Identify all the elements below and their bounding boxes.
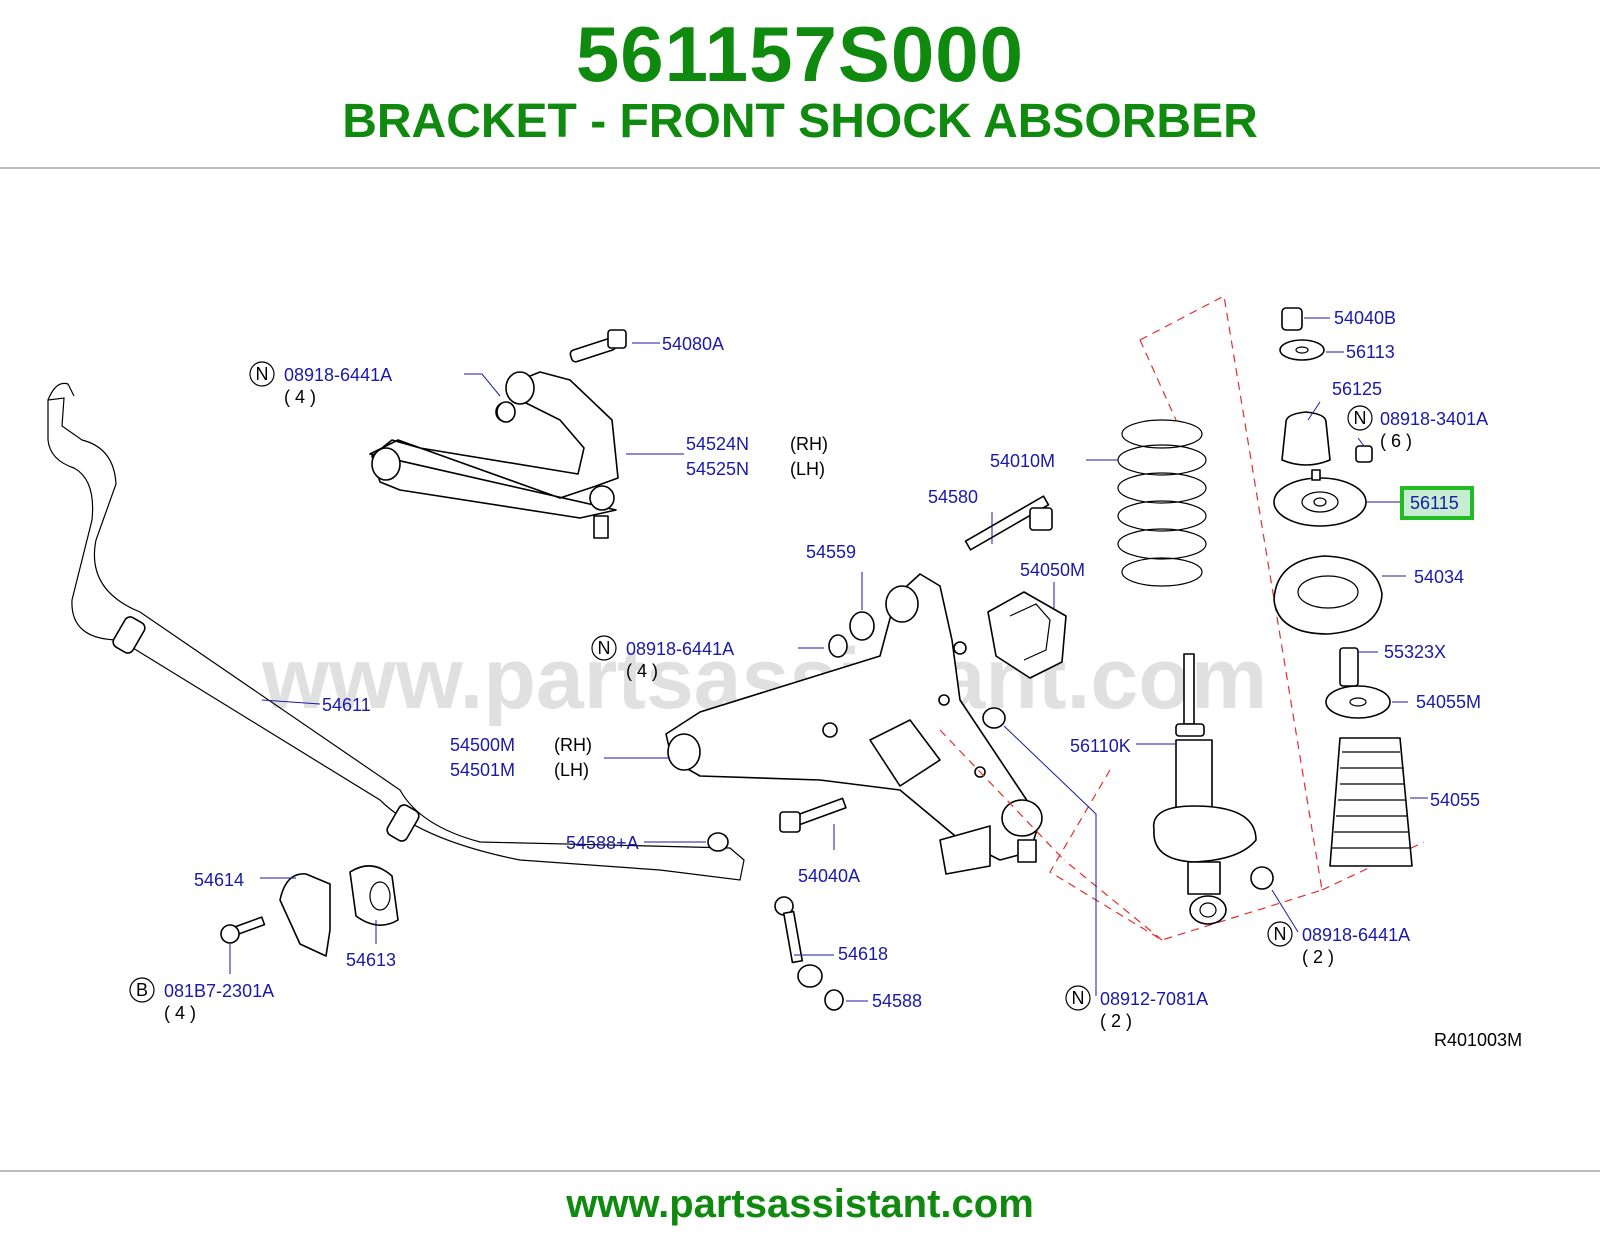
qty-08918-6441a-mid: ( 4 ) — [626, 661, 658, 681]
bushing-54588-drawing — [824, 989, 844, 1011]
lh-54525n: (LH) — [790, 459, 825, 479]
marker-n-5: N — [1354, 408, 1367, 428]
footer-url[interactable]: www.partsassistant.com — [566, 1182, 1034, 1226]
rh-54500m: (RH) — [554, 735, 592, 755]
nut-54588a-drawing — [707, 832, 729, 852]
label-08918-3401a[interactable]: 08918-3401A — [1380, 409, 1488, 429]
label-08918-6441a-bottom[interactable]: 08918-6441A — [1302, 925, 1410, 945]
label-08918-6441a-mid[interactable]: 08918-6441A — [626, 639, 734, 659]
marker-b: B — [136, 980, 148, 1000]
clamp-54614-drawing — [279, 873, 331, 957]
qty-08918-6441a-bottom: ( 2 ) — [1302, 947, 1334, 967]
circle-markers: N N B N N N — [129, 361, 1373, 1011]
bolt-54040a-drawing — [779, 797, 847, 833]
label-54559[interactable]: 54559 — [806, 542, 856, 562]
part-name-title: BRACKET - FRONT SHOCK ABSORBER — [342, 95, 1258, 148]
label-56113[interactable]: 56113 — [1346, 342, 1395, 362]
bolt-54580-drawing — [964, 495, 1053, 551]
label-54618[interactable]: 54618 — [838, 944, 888, 964]
nut-upper-arm-drawing — [828, 634, 848, 658]
washer-54559-drawing — [849, 611, 875, 641]
header-divider — [0, 167, 1600, 169]
nut-08918-2-drawing — [1250, 866, 1274, 890]
bolt-081b7-drawing — [220, 916, 266, 944]
label-54055[interactable]: 54055 — [1430, 790, 1480, 810]
label-54040a[interactable]: 54040A — [798, 866, 860, 886]
label-55323x[interactable]: 55323X — [1384, 642, 1446, 662]
label-54010m[interactable]: 54010M — [990, 451, 1055, 471]
reference-code: R401003M — [1434, 1030, 1522, 1050]
qty-08918-3401a: ( 6 ) — [1380, 431, 1412, 451]
bracket-54050m-drawing — [987, 591, 1067, 679]
nut-08912-drawing — [982, 707, 1006, 729]
label-54034[interactable]: 54034 — [1414, 567, 1464, 587]
highlight-box-56115 — [1400, 486, 1474, 520]
label-56125[interactable]: 56125 — [1332, 379, 1382, 399]
label-08918-6441a-top[interactable]: 08918-6441A — [284, 365, 392, 385]
label-56110k[interactable]: 56110K — [1070, 736, 1131, 756]
part-labels: 54080A 08918-6441A ( 4 ) 54524N (RH) 545… — [164, 308, 1522, 1050]
label-54050m[interactable]: 54050M — [1020, 560, 1085, 580]
label-54501m[interactable]: 54501M — [450, 760, 515, 780]
label-54524n[interactable]: 54524N — [686, 434, 749, 454]
stabilizer-bar-drawing — [47, 382, 745, 881]
lower-arm-drawing — [665, 573, 1043, 875]
label-54500m[interactable]: 54500M — [450, 735, 515, 755]
label-54588[interactable]: 54588 — [872, 991, 922, 1011]
marker-n-4: N — [1274, 924, 1287, 944]
label-54580[interactable]: 54580 — [928, 487, 978, 507]
label-54525n[interactable]: 54525N — [686, 459, 749, 479]
qty-081b7-2301a: ( 4 ) — [164, 1003, 196, 1023]
label-54055m[interactable]: 54055M — [1416, 692, 1481, 712]
upper-arm-drawing — [369, 329, 627, 539]
bushing-54613-drawing — [349, 865, 399, 926]
rh-54524n: (RH) — [790, 434, 828, 454]
marker-n-1: N — [256, 364, 269, 384]
footer-divider — [0, 1170, 1600, 1172]
label-54040b[interactable]: 54040B — [1334, 308, 1396, 328]
coil-spring-drawing — [1117, 419, 1207, 587]
shock-absorber-drawing — [1152, 653, 1257, 925]
label-54080a[interactable]: 54080A — [662, 334, 724, 354]
qty-08918-6441a-top: ( 4 ) — [284, 387, 316, 407]
label-081b7-2301a[interactable]: 081B7-2301A — [164, 981, 274, 1001]
marker-n-3: N — [1072, 988, 1085, 1008]
label-54613[interactable]: 54613 — [346, 950, 396, 970]
label-54614[interactable]: 54614 — [194, 870, 244, 890]
leader-lines — [229, 317, 1428, 1002]
lh-54501m: (LH) — [554, 760, 589, 780]
upper-mount-stack-drawing — [1273, 307, 1413, 867]
part-number-title: 561157S000 — [575, 10, 1025, 98]
label-54611[interactable]: 54611 — [322, 695, 371, 715]
label-56115-highlighted[interactable]: 56115 — [1410, 493, 1459, 513]
marker-n-2: N — [598, 638, 611, 658]
label-54588a[interactable]: 54588+A — [566, 833, 639, 853]
stabilizer-link-drawing — [774, 896, 823, 988]
qty-08912-7081a: ( 2 ) — [1100, 1011, 1132, 1031]
label-08912-7081a[interactable]: 08912-7081A — [1100, 989, 1208, 1009]
